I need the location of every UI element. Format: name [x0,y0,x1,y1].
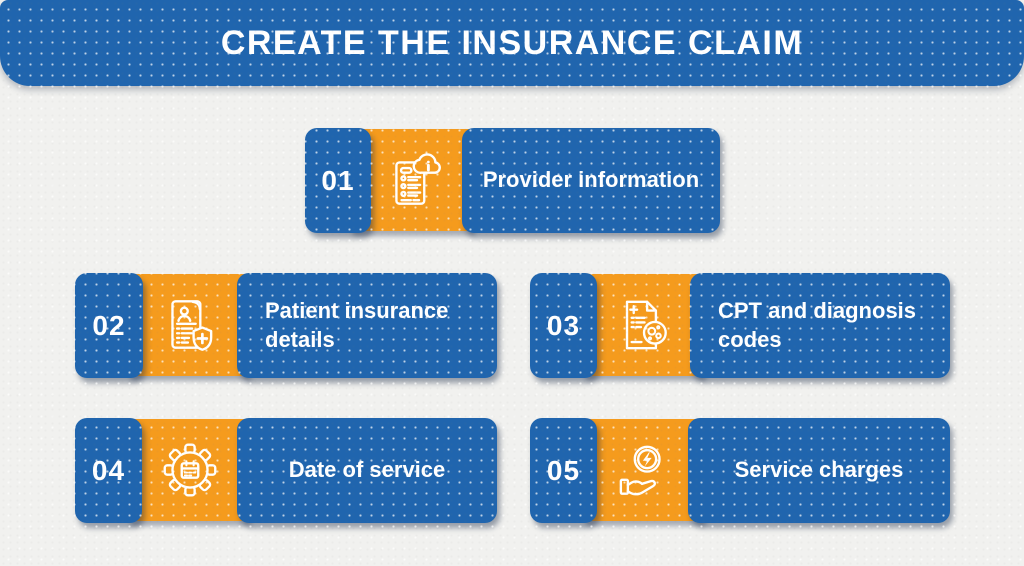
step5-number: 05 [546,454,581,486]
step4-icon-wrap [156,434,224,506]
step1-label-box: Provider information [462,128,720,233]
step3-number: 03 [546,309,581,341]
header-banner: CREATE THE INSURANCE CLAIM [0,0,1024,86]
step3-label-box: CPT and diagnosis codes [690,273,950,378]
step2-label-box: Patient insurance details [237,273,497,378]
step5-number-box: 05 [530,418,597,523]
step1-number-box: 01 [305,128,371,233]
step1-number: 01 [321,164,355,196]
step4-number-box: 04 [75,418,142,523]
step4-label: Date of service [288,457,446,483]
gear-calendar-icon [163,443,217,497]
step1-icon-wrap [382,146,450,218]
step5-icon-wrap [608,434,676,506]
step4-number: 04 [91,454,126,486]
document-diagnosis-codes-icon [625,300,667,350]
step3-icon-wrap [609,289,677,361]
page-title: CREATE THE INSURANCE CLAIM [220,23,804,62]
step2-number: 02 [92,309,126,341]
step2-icon-panel [128,274,248,376]
step2-label: Patient insurance details [265,297,449,352]
step5-label: Service charges [734,457,904,483]
patient-record-shield-icon [171,300,213,351]
step2-number-box: 02 [75,273,143,378]
step3-label: CPT and diagnosis codes [718,297,917,352]
step3-icon-panel [583,274,703,376]
step1-label: Provider information [482,167,700,193]
step5-label-box: Service charges [688,418,950,523]
document-cloud-info-icon [395,153,441,205]
step2-icon-wrap [156,289,224,361]
step3-number-box: 03 [530,273,597,378]
step4-label-box: Date of service [237,418,497,523]
hand-coin-lightning-icon [619,445,661,496]
